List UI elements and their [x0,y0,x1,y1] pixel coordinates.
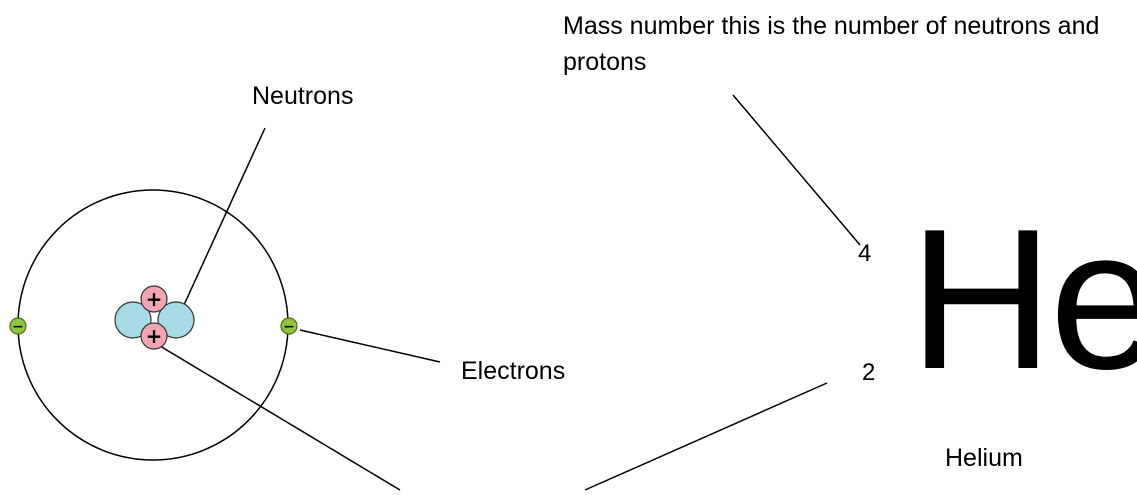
element-symbol: He [909,188,1137,411]
mass-number-annotation: Mass number this is the number of neutro… [563,12,1100,76]
proton-top-sign: + [146,287,163,311]
neutrons-label: Neutrons [252,82,354,110]
neutron-left [114,301,152,339]
electron-right-sign: − [283,319,295,335]
electrons-leader-line [299,329,441,363]
element-name: Helium [945,444,1023,472]
proton-bottom-sign: + [146,324,163,348]
electron-left-sign: − [12,319,24,335]
atomic-number-leader-line [584,382,828,491]
electrons-label: Electrons [461,357,566,385]
mass-number: 4 [858,240,872,267]
electron-left [9,317,27,335]
mass-number-leader-line [732,94,861,246]
atomic-number: 2 [862,359,876,386]
proton-bottom [140,322,168,350]
protons-leader-line [154,342,401,491]
neutrons-leader-line [177,127,266,319]
proton-top [140,285,168,313]
neutron-right [157,301,195,339]
electron-right [280,317,298,335]
